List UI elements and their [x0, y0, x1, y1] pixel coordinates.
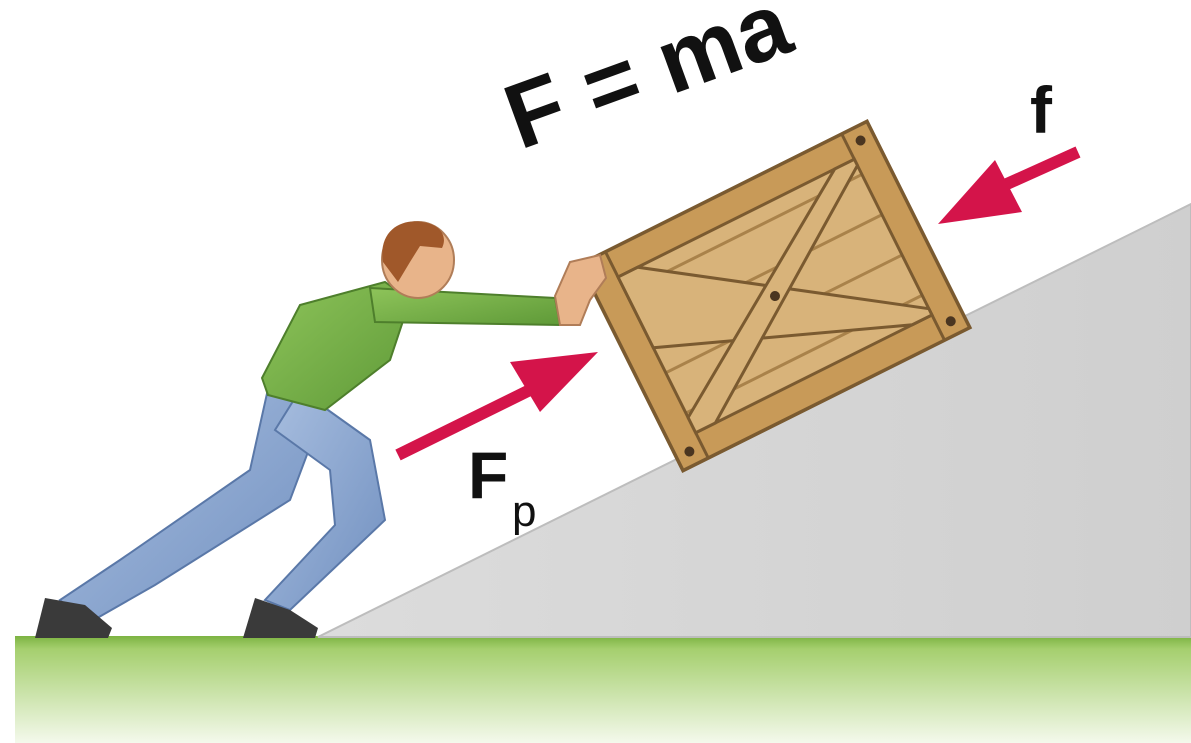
crate — [577, 119, 973, 473]
back-shoe — [35, 598, 112, 638]
push-force-symbol: F — [468, 438, 508, 512]
front-shoe — [243, 598, 318, 638]
friction-arrow — [938, 146, 1081, 224]
push-force-subscript: p — [512, 487, 536, 536]
ground — [15, 636, 1191, 743]
push-force-arrow — [395, 352, 598, 461]
hand — [553, 253, 608, 326]
push-force-label: F — [468, 438, 508, 512]
equation-label: F = ma — [492, 0, 804, 169]
person-pushing — [35, 221, 608, 638]
friction-label: f — [1030, 73, 1053, 147]
hair — [382, 221, 444, 282]
